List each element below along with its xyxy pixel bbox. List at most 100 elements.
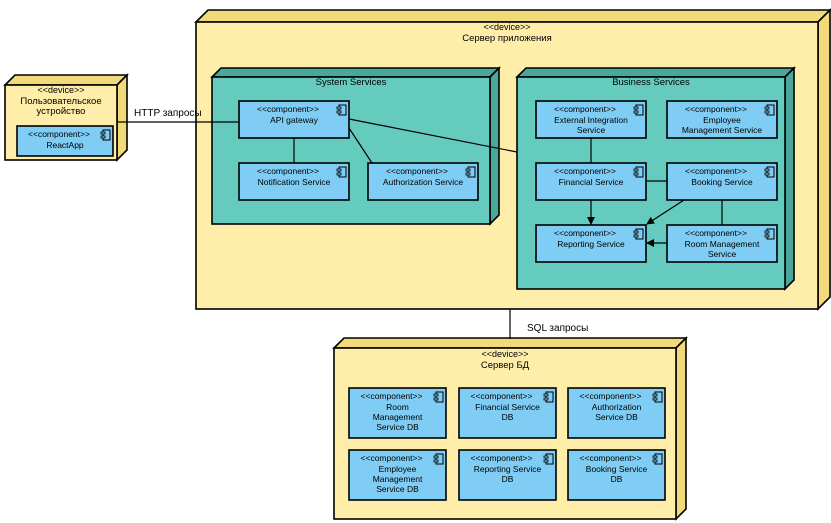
api-gateway-component[interactable]: <<component>>API gateway — [238, 100, 350, 139]
component-icon-tab — [652, 397, 658, 401]
component-icon-tab — [633, 168, 639, 172]
component-name-line: Financial Service — [475, 402, 540, 412]
device-title: Сервер БД — [481, 360, 530, 371]
component-box — [16, 125, 114, 157]
business-services-group-side-face — [784, 66, 795, 291]
component-icon-tab — [336, 172, 342, 176]
component-icon-tab — [543, 455, 549, 459]
component-stereotype: <<component>> — [471, 391, 533, 401]
component-icon-tab — [652, 393, 658, 397]
component-icon-tab — [764, 168, 770, 172]
component-icon — [633, 166, 644, 178]
device-title-line: Сервер приложения — [462, 33, 551, 44]
component-name: ReactApp — [46, 140, 84, 150]
component-icon-tab — [465, 172, 471, 176]
component-name-line: Management — [373, 474, 423, 484]
component-icon-tab — [100, 131, 106, 135]
authorization-service-component[interactable]: <<component>>Authorization Service — [367, 162, 479, 201]
device-stereotype: <<device>> — [481, 349, 528, 359]
component-name-line: DB — [502, 474, 514, 484]
component-icon-tab — [652, 455, 658, 459]
component-icon-body — [102, 129, 111, 141]
component-icon — [633, 104, 644, 116]
component-icon-body — [766, 166, 775, 178]
component-icon-body — [654, 391, 663, 403]
http-label: HTTP запросы — [134, 108, 202, 119]
component-name: Notification Service — [258, 177, 331, 187]
component-stereotype: <<component>> — [361, 391, 423, 401]
component-stereotype: <<component>> — [471, 453, 533, 463]
component-icon-body — [635, 104, 644, 116]
component-icon-body — [635, 228, 644, 240]
component-name-line: DB — [502, 412, 514, 422]
booking-service-component[interactable]: <<component>>Booking Service — [666, 162, 778, 201]
component-icon-tab — [433, 397, 439, 401]
reactapp-component[interactable]: <<component>>ReactApp — [16, 125, 114, 157]
gateway-authorization-link — [348, 127, 373, 164]
component-icon-tab — [336, 106, 342, 110]
component-icon-tab — [633, 110, 639, 114]
component-icon-tab — [433, 455, 439, 459]
app-server-node-top-face — [194, 9, 831, 23]
db-server-node-side-face — [675, 336, 687, 521]
client-device-node-top-face — [3, 74, 129, 86]
device-title: Сервер приложения — [462, 33, 551, 44]
component-icon-tab — [764, 234, 770, 238]
component-name-line: ReactApp — [46, 140, 84, 150]
financial-service-component[interactable]: <<component>>Financial Service — [535, 162, 647, 201]
component-icon — [336, 166, 347, 178]
component-name-line: API gateway — [270, 115, 318, 125]
component-name-line: Employee — [379, 464, 417, 474]
component-icon — [652, 391, 663, 403]
component-name-line: Booking Service — [586, 464, 648, 474]
component-stereotype: <<component>> — [28, 129, 90, 139]
component-name-line: Service DB — [376, 484, 419, 494]
component-name-line: Service DB — [376, 422, 419, 432]
component-name-line: DB — [611, 474, 623, 484]
component-icon-body — [654, 453, 663, 465]
group-title: Business Services — [612, 77, 690, 88]
component-box — [535, 100, 647, 139]
component-name-line: Room — [386, 402, 409, 412]
reporting-service-component[interactable]: <<component>>Reporting Service — [535, 224, 647, 263]
component-name-line: Authorization Service — [383, 177, 464, 187]
component-stereotype: <<component>> — [580, 453, 642, 463]
component-icon-tab — [652, 459, 658, 463]
component-box — [567, 387, 666, 439]
component-stereotype: <<component>> — [257, 166, 319, 176]
component-stereotype: <<component>> — [386, 166, 448, 176]
component-icon — [543, 453, 554, 465]
component-stereotype: <<component>> — [361, 453, 423, 463]
component-stereotype: <<component>> — [685, 104, 747, 114]
component-box — [348, 449, 447, 501]
component-icon-body — [338, 166, 347, 178]
component-icon-tab — [336, 168, 342, 172]
component-icon-body — [766, 104, 775, 116]
component-name-line: Room Management — [685, 239, 760, 249]
component-icon-tab — [433, 459, 439, 463]
notification-service-component[interactable]: <<component>>Notification Service — [238, 162, 350, 201]
component-icon — [764, 104, 775, 116]
component-box — [238, 100, 350, 139]
component-name: API gateway — [270, 115, 318, 125]
device-title-line: Пользовательское — [20, 96, 101, 107]
component-icon — [652, 453, 663, 465]
component-name-line: Management — [373, 412, 423, 422]
component-box — [367, 162, 479, 201]
